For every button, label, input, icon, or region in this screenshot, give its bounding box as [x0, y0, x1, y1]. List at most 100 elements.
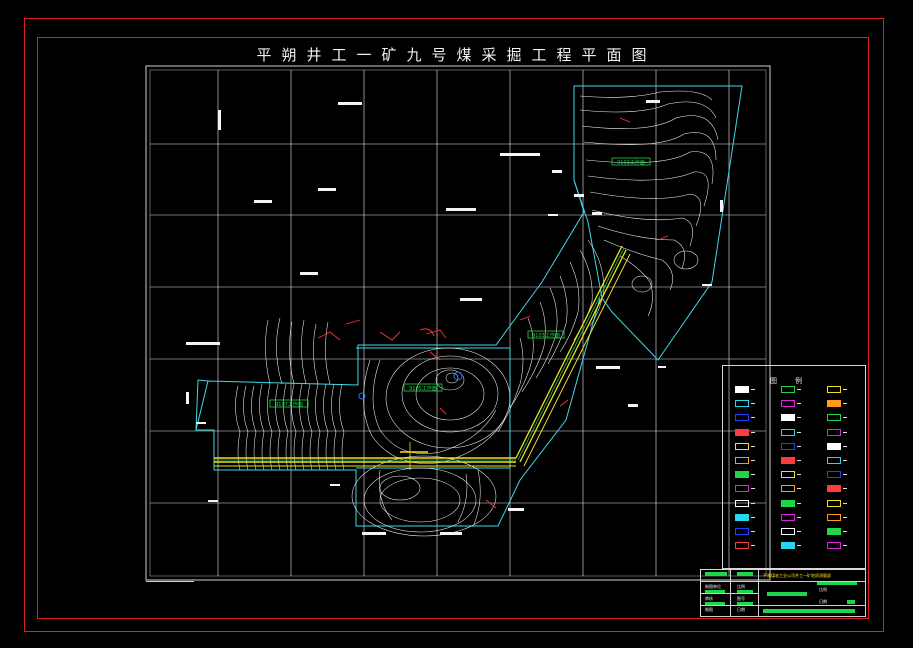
legend-swatch — [735, 386, 749, 393]
legend-swatch-label — [797, 531, 801, 532]
legend-swatch — [735, 442, 749, 450]
legend-swatch-label — [751, 531, 755, 532]
legend-swatch-label — [843, 488, 847, 490]
legend-swatch — [781, 400, 795, 408]
legend-swatch-label — [843, 531, 847, 532]
borehole-markers — [358, 371, 463, 400]
legend-swatch — [827, 400, 841, 408]
legend-swatch — [735, 414, 749, 422]
legend-swatch-label — [797, 403, 801, 405]
legend-swatch — [735, 528, 749, 535]
legend-swatch-label — [797, 431, 801, 433]
map-border — [145, 65, 771, 581]
legend-swatch — [735, 513, 749, 521]
legend-swatch — [735, 485, 749, 493]
tb-row-2-left: 制图 — [705, 607, 713, 612]
outer-frame — [24, 18, 884, 632]
main-roadways — [214, 245, 631, 470]
legend-swatch — [827, 442, 841, 450]
legend-swatch-label — [751, 516, 755, 518]
tb-row-2-mid: 日期 — [737, 607, 745, 612]
tb-drawing-name: 平朔煤炭工业公司井工一矿地质测量部 — [763, 573, 831, 578]
panel-tag-9103 — [527, 330, 565, 339]
legend-swatch-label — [797, 502, 801, 504]
legend-swatch-label — [797, 516, 801, 518]
legend-swatch-label — [843, 516, 847, 518]
inner-frame — [37, 37, 869, 619]
panel-tag-9101 — [611, 157, 651, 166]
tb-row-0-mid: 比例 — [737, 584, 745, 589]
legend-swatch-label — [843, 445, 847, 447]
legend-swatch — [827, 528, 841, 535]
legend-swatch-label — [751, 403, 755, 405]
legend-swatch — [827, 414, 841, 422]
title-block: 制图单位 比例 审核 图号 制图 日期 平朔煤炭工业公司井工一矿地质测量部 比例… — [700, 569, 866, 617]
panel-label-9107: 9107工作面 — [275, 401, 303, 408]
panel-label-9105: 9105工作面 — [409, 385, 437, 392]
legend-swatch-label — [751, 417, 755, 419]
map-inner-border — [149, 69, 767, 577]
legend-swatch-label — [843, 502, 847, 504]
panel-tags: 9101工作面 9103工作面 9105工作面 9107工作面 — [269, 157, 651, 408]
legend-swatch — [827, 499, 841, 507]
legend-swatch — [827, 457, 841, 464]
legend-swatch — [781, 442, 795, 450]
legend-swatch — [735, 471, 749, 479]
legend-swatch — [781, 414, 795, 422]
legend-swatch — [781, 428, 795, 436]
legend-swatch — [735, 428, 749, 436]
tb-row-0-left: 制图单位 — [705, 584, 721, 589]
legend-swatch-label — [751, 488, 755, 490]
legend-swatch-label — [843, 474, 847, 476]
legend-swatch-label — [797, 445, 801, 447]
legend-swatch — [827, 428, 841, 436]
legend-swatch — [781, 513, 795, 521]
legend-swatch-label — [797, 488, 801, 490]
legend-swatch — [735, 400, 749, 408]
panel-label-9101: 9101工作面 — [617, 159, 645, 166]
panel-label-9103: 9103工作面 — [532, 332, 560, 339]
drawing-title: 平朔井工一矿九号煤采掘工程平面图 — [256, 46, 657, 64]
legend-swatch-label — [797, 474, 801, 476]
legend-title: 图例 — [770, 377, 820, 385]
legend-swatch — [781, 542, 795, 550]
legend-swatch — [827, 386, 841, 393]
legend-swatch — [781, 457, 795, 464]
survey-annotations — [317, 117, 669, 509]
legend-swatch — [735, 457, 749, 464]
legend-swatch-label — [751, 460, 755, 461]
legend-box: 图例 — [722, 365, 866, 569]
legend-swatch-label — [843, 431, 847, 433]
legend-swatch — [781, 386, 795, 393]
legend-swatch — [827, 513, 841, 521]
panel-tag-9105 — [403, 383, 443, 392]
tb-right-label-0: 比例 — [819, 587, 827, 592]
legend-swatch — [827, 485, 841, 493]
legend-swatch — [781, 471, 795, 479]
coordinate-grid — [150, 70, 766, 576]
map-annotation-labels — [186, 100, 723, 535]
tb-right-label-1: 日期 — [819, 599, 827, 604]
legend-swatch-label — [751, 502, 755, 504]
legend-swatch — [735, 499, 749, 507]
legend-swatch-label — [843, 403, 847, 405]
legend-swatch-label — [751, 445, 755, 447]
legend-swatch-label — [797, 460, 801, 461]
legend-swatch-label — [751, 474, 755, 476]
legend-swatch-label — [843, 545, 847, 547]
legend-swatch-label — [751, 389, 755, 390]
legend-swatch — [781, 528, 795, 535]
legend-swatch-label — [797, 417, 801, 419]
panel-tag-9107 — [269, 399, 309, 408]
legend-swatch-label — [843, 460, 847, 461]
legend-swatch-label — [843, 389, 847, 390]
legend-swatch-label — [797, 389, 801, 390]
legend-swatch-label — [797, 545, 801, 547]
legend-swatch — [781, 485, 795, 493]
legend-swatch-label — [751, 545, 755, 547]
tb-row-1-mid: 图号 — [737, 596, 745, 601]
legend-swatch-label — [843, 417, 847, 419]
legend-swatch — [735, 542, 749, 550]
scale-bar — [146, 581, 194, 582]
